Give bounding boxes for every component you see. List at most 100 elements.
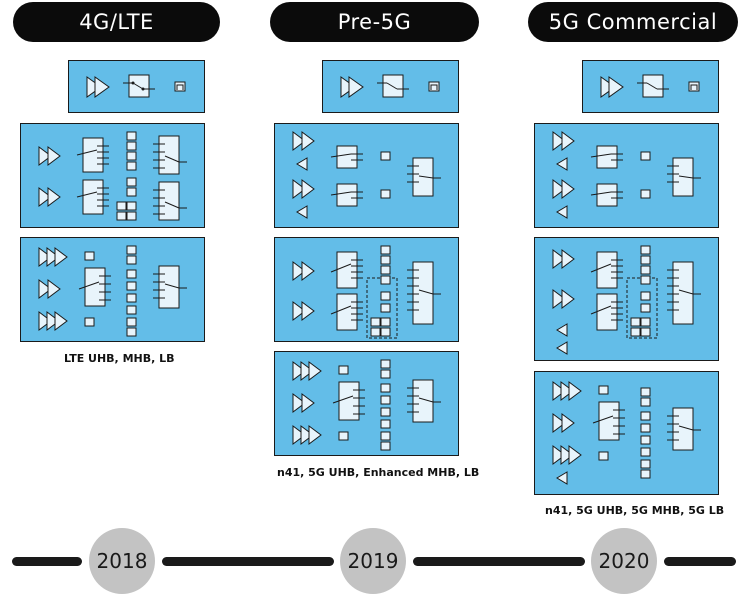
- coupler-icon: [556, 205, 568, 219]
- coupler-icon: [556, 157, 568, 171]
- filter-icon: [598, 385, 609, 395]
- switch-icon: [153, 181, 187, 221]
- module-symbols: [292, 245, 441, 339]
- amplifier-icon: [552, 289, 575, 309]
- filter-bank-icon: [380, 359, 391, 451]
- timeline-segment: [12, 557, 82, 566]
- amplifier-icon: [86, 76, 110, 98]
- amplifier-icon: [38, 311, 68, 331]
- filter-icon: [84, 317, 95, 327]
- module-box: [582, 60, 719, 113]
- filter-bank-icon: [370, 245, 391, 337]
- module-box: [534, 371, 719, 495]
- switch-icon: [667, 157, 701, 197]
- amplifier-icon: [292, 425, 322, 445]
- amplifier-icon: [292, 301, 315, 321]
- amplifier-icon: [38, 247, 68, 267]
- module-symbols: [600, 74, 700, 98]
- module-symbols: [38, 245, 187, 337]
- switch-icon: [330, 251, 363, 289]
- module-symbols: [552, 381, 701, 485]
- switch-icon: [407, 157, 441, 197]
- filter-icon: [598, 451, 609, 461]
- column-caption-5g-commercial: n41, 5G UHB, 5G MHB, 5G LB: [545, 504, 725, 517]
- module-symbols: [38, 131, 187, 221]
- switch-icon: [330, 145, 363, 169]
- filter-bank-icon: [630, 245, 651, 337]
- switch-icon: [123, 74, 155, 98]
- column-caption-pre-5g: n41, 5G UHB, Enhanced MHB, LB: [277, 466, 480, 479]
- switch-icon: [590, 293, 623, 331]
- switch-icon: [590, 183, 623, 207]
- filter-icon: [338, 365, 349, 375]
- year-marker-2018: 2018: [89, 528, 155, 594]
- filter-bank-icon: [116, 131, 137, 221]
- filter-bank-icon: [640, 387, 651, 479]
- coupler-icon: [556, 341, 568, 355]
- amplifier-icon: [552, 445, 582, 465]
- filter-icon: [380, 151, 391, 161]
- coupler-icon: [296, 157, 308, 171]
- coupler-icon: [556, 323, 568, 337]
- column-header-4g-lte: 4G/LTE: [13, 2, 220, 42]
- module-box: [20, 237, 205, 342]
- module-symbols: [552, 131, 701, 219]
- switch-icon: [377, 74, 409, 98]
- amplifier-icon: [38, 279, 61, 299]
- column-header-5g-commercial: 5G Commercial: [528, 2, 738, 42]
- module-box: [20, 123, 205, 228]
- switch-icon: [407, 261, 441, 325]
- module-box: [274, 351, 459, 456]
- module-box: [274, 237, 459, 342]
- amplifier-icon: [38, 187, 61, 207]
- module-box: [534, 123, 719, 228]
- switch-icon: [590, 251, 623, 289]
- column-header-pre-5g: Pre-5G: [270, 2, 479, 42]
- filter-bank-icon: [126, 245, 137, 337]
- amplifier-icon: [552, 249, 575, 269]
- switch-icon: [407, 379, 441, 423]
- filter-icon: [338, 431, 349, 441]
- switch-icon: [76, 179, 109, 215]
- amplifier-icon: [552, 413, 575, 433]
- filter-icon: [84, 251, 95, 261]
- switch-icon: [592, 401, 625, 441]
- switch-icon: [153, 265, 187, 309]
- module-box: [68, 60, 205, 113]
- column-caption-4g-lte: LTE UHB, MHB, LB: [64, 352, 175, 365]
- switch-icon: [76, 137, 109, 173]
- amplifier-icon: [292, 361, 322, 381]
- filter-icon: [380, 189, 391, 199]
- module-box: [534, 237, 719, 361]
- timeline-segment: [413, 557, 585, 566]
- timeline-segment: [664, 557, 736, 566]
- module-symbols: [292, 131, 441, 219]
- module-symbols: [552, 245, 701, 355]
- amplifier-icon: [38, 146, 61, 166]
- filter-icon: [640, 151, 651, 161]
- switch-icon: [78, 267, 111, 307]
- filter-icon: [428, 81, 440, 92]
- switch-icon: [330, 293, 363, 331]
- module-symbols: [292, 359, 441, 451]
- module-box: [274, 123, 459, 228]
- amplifier-icon: [292, 261, 315, 281]
- amplifier-icon: [292, 131, 315, 151]
- year-marker-2020: 2020: [591, 528, 657, 594]
- timeline-segment: [162, 557, 334, 566]
- switch-icon: [667, 407, 701, 451]
- switch-icon: [637, 74, 669, 98]
- filter-icon: [174, 81, 186, 92]
- switch-icon: [153, 135, 187, 175]
- module-symbols: [86, 74, 186, 98]
- switch-icon: [590, 145, 623, 169]
- filter-icon: [640, 189, 651, 199]
- module-symbols: [340, 74, 440, 98]
- switch-icon: [667, 261, 701, 325]
- coupler-icon: [296, 205, 308, 219]
- module-box: [322, 60, 459, 113]
- amplifier-icon: [340, 76, 364, 98]
- amplifier-icon: [600, 76, 624, 98]
- year-marker-2019: 2019: [340, 528, 406, 594]
- coupler-icon: [556, 471, 568, 485]
